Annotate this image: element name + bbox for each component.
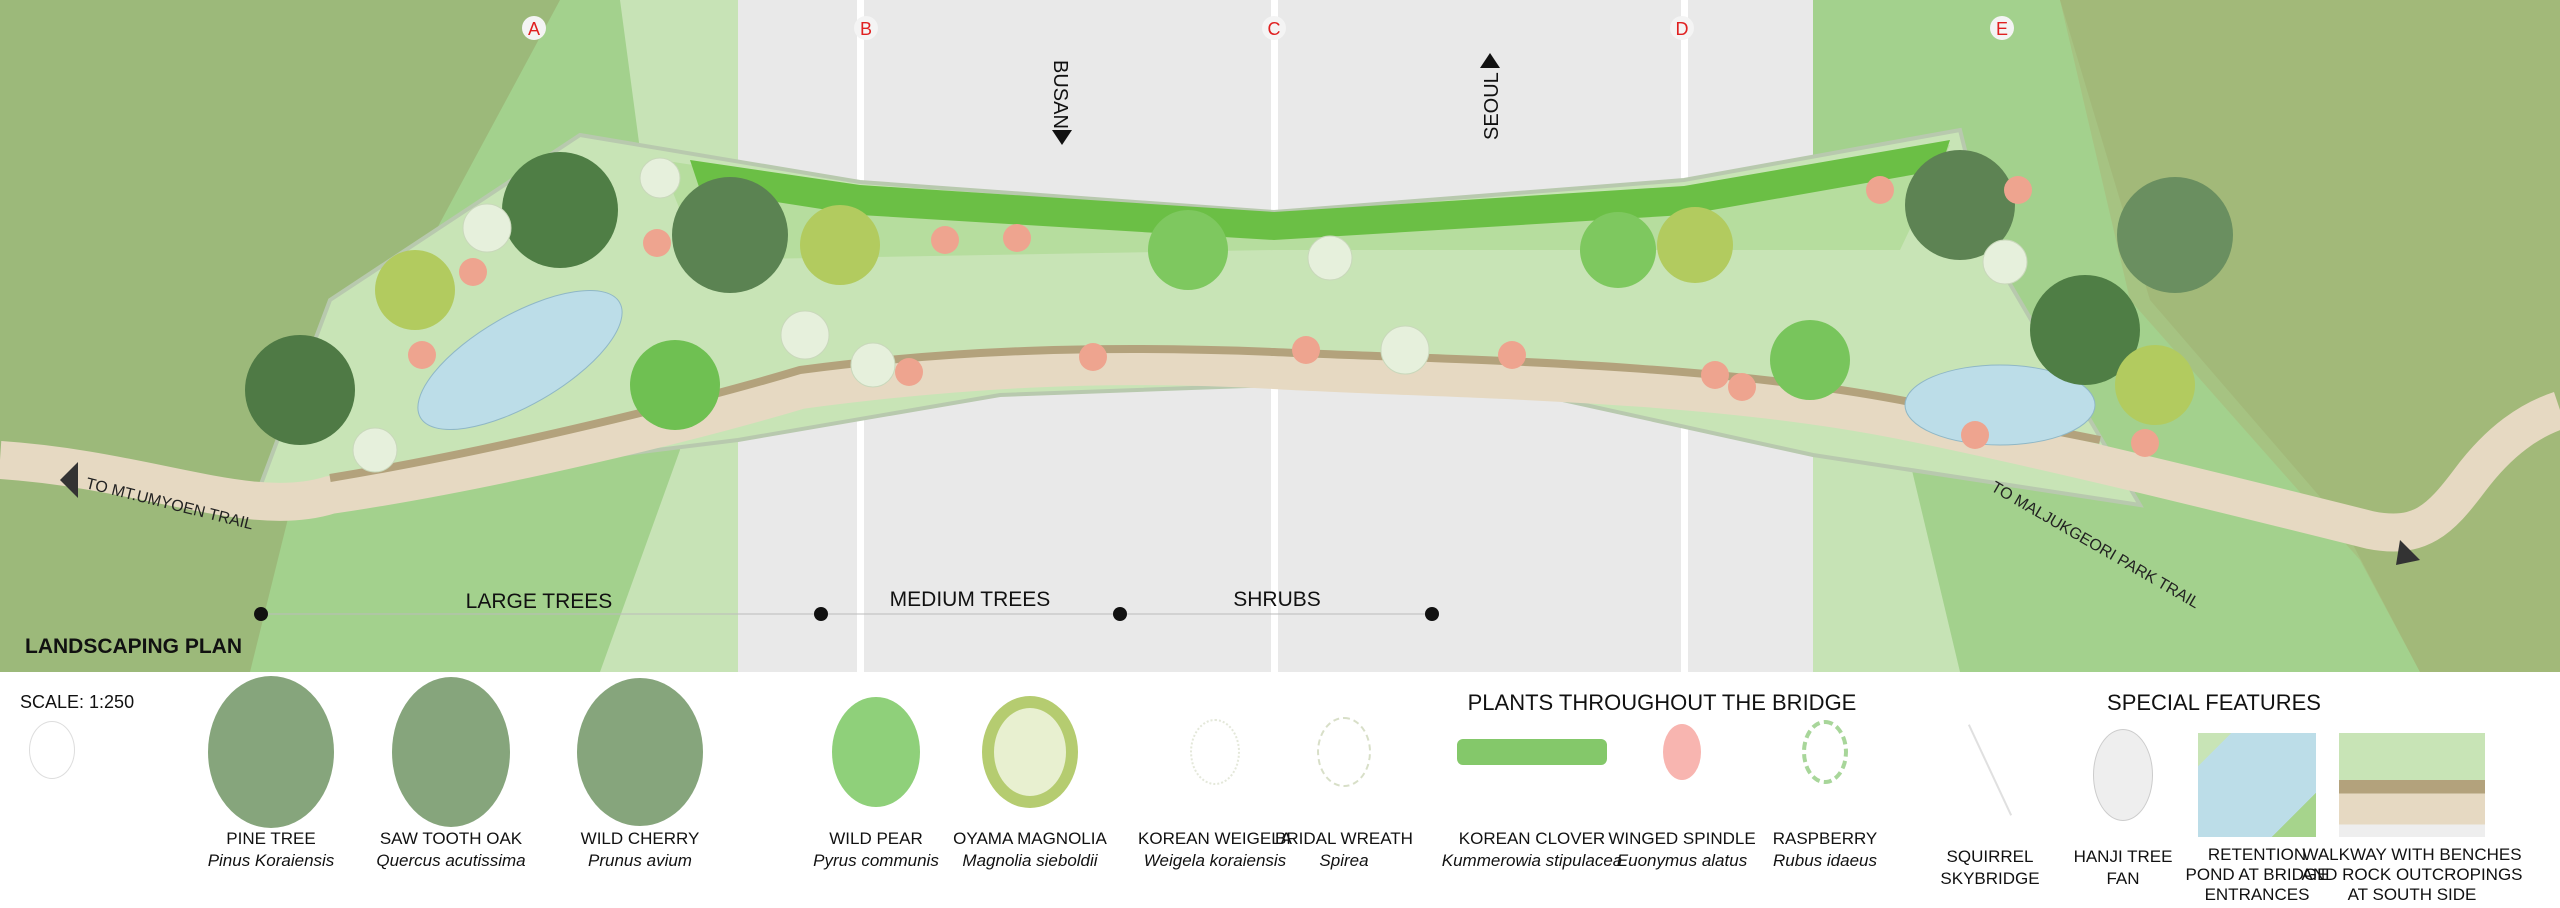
zone-large-trees: LARGE TREES — [466, 590, 613, 613]
retention-pond-icon — [2198, 733, 2316, 837]
plan-title: LANDSCAPING PLAN — [25, 635, 242, 658]
oyama-magnolia-icon — [982, 696, 1078, 808]
scale-label: SCALE: 1:250 — [20, 692, 135, 712]
arrow-up-icon — [1480, 53, 1500, 68]
oyama-magnolia — [1657, 207, 1733, 283]
section-marker-b: B — [860, 19, 872, 39]
korean-weigela-icon — [1190, 719, 1240, 785]
hedge-north — [690, 140, 1950, 240]
oyama-magnolia — [375, 250, 455, 330]
section-marker-a: A — [528, 19, 540, 39]
north-arrow-icon — [29, 721, 75, 779]
arrow-down-icon — [1052, 130, 1072, 145]
seoul-label: SEOUL — [1481, 72, 1503, 140]
winged-spindles — [408, 176, 2159, 457]
bridal-wreath-icon — [1317, 717, 1371, 787]
wild-pear — [630, 340, 720, 430]
pine-tree — [2030, 275, 2140, 385]
pine-tree — [502, 152, 618, 268]
wild-pear — [1148, 210, 1228, 290]
saw-tooth-oak — [2117, 177, 2233, 293]
pine-tree-icon — [208, 676, 334, 828]
wild-pear-icon — [832, 697, 920, 807]
retention-pond-west — [417, 290, 623, 430]
arrow-left-icon — [60, 462, 78, 498]
walkway — [0, 347, 2560, 552]
zone-dot — [1113, 607, 1127, 621]
winged-spindle-icon — [1663, 724, 1701, 780]
direction-seoul: SEOUL — [1480, 53, 1503, 140]
zone-dot — [814, 607, 828, 621]
korean-clover-icon — [1457, 739, 1607, 765]
saw-tooth-oak-icon — [392, 677, 510, 827]
wild-cherry — [245, 335, 355, 445]
retention-pond-east — [1904, 364, 2096, 446]
zone-dot — [1425, 607, 1439, 621]
walkway-icon — [2339, 733, 2485, 837]
busan-label: BUSAN — [1049, 60, 1071, 129]
zone-medium-trees: MEDIUM TREES — [890, 588, 1051, 611]
wild-cherry-icon — [577, 678, 703, 826]
squirrel-skybridge-icon — [1967, 724, 2013, 816]
arrow-right-icon — [2396, 540, 2420, 565]
section-marker-c: C — [1268, 19, 1281, 39]
section-marker-e: E — [1996, 19, 2008, 39]
wild-pear — [1770, 320, 1850, 400]
slope-east-light — [1813, 420, 1960, 672]
zone-shrubs: SHRUBS — [1233, 588, 1321, 611]
direction-busan: BUSAN — [1049, 60, 1072, 145]
hanji-tree-fans — [352, 157, 2028, 473]
saw-tooth-oak — [672, 177, 788, 293]
landscaping-plan: A B C D E BUSAN SEOUL TO MT.UMYOEN TRAIL… — [0, 0, 2560, 672]
hanji-tree-fan-icon — [2093, 729, 2153, 821]
oyama-magnolia — [2115, 345, 2195, 425]
section-markers: A B C D E — [522, 16, 2014, 40]
zone-dot — [254, 607, 268, 621]
raspberry-icon — [1802, 720, 1848, 784]
section-marker-d: D — [1676, 19, 1689, 39]
trees — [245, 150, 2233, 445]
features-heading: SPECIAL FEATURES — [2107, 690, 2321, 715]
oyama-magnolia — [800, 205, 880, 285]
wild-pear — [1580, 212, 1656, 288]
wild-cherry — [1905, 150, 2015, 260]
plants-heading: PLANTS THROUGHOUT THE BRIDGE — [1467, 690, 1857, 715]
